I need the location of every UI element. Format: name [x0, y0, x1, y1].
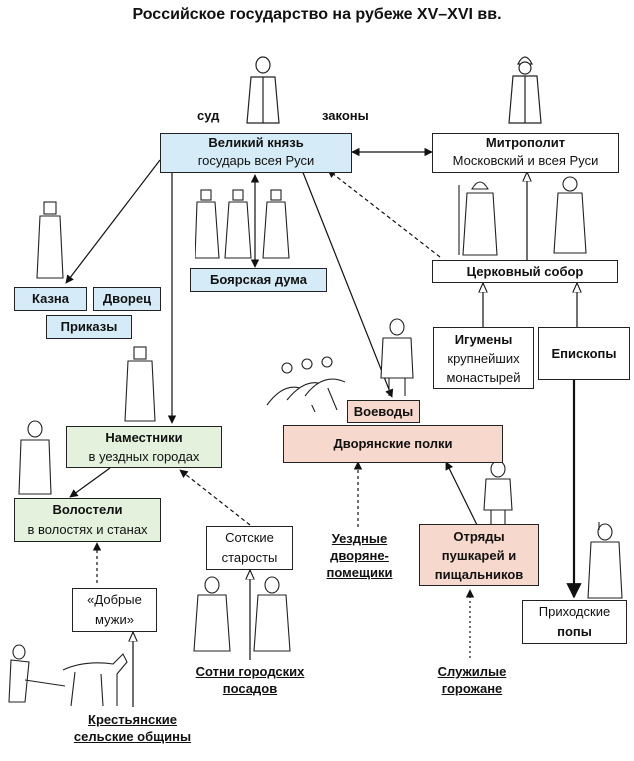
district-nobles-line3: помещики	[326, 565, 393, 580]
official-figure-icon	[36, 201, 64, 279]
grand-prince-subtitle: государь всея Руси	[197, 153, 315, 168]
diagram-title: Российское государство на рубеже XV–XVI …	[132, 6, 502, 23]
sotskie-box: Сотские старосты	[206, 526, 293, 570]
voivode-figure-icon	[380, 318, 414, 396]
good-men-box: «Добрые мужи»	[72, 588, 157, 632]
gunners-line1: Отряды	[453, 529, 505, 544]
gunners-line2: пушкарей и	[441, 548, 517, 563]
abbot-figure-icon	[553, 176, 587, 254]
service-townsmen-label: Служилые горожане	[422, 663, 522, 697]
governor-figure-icon	[124, 346, 156, 422]
parish-priests-line2: попы	[557, 624, 592, 639]
abbots-line2: крупнейших	[447, 351, 520, 366]
peasant-communities-label: Крестьянские сельские общины	[60, 711, 205, 745]
priest-figure-icon	[587, 522, 623, 599]
abbots-line3: монастырей	[446, 370, 521, 385]
volostels-box: Волостели в волостях и станах	[14, 498, 161, 542]
town-hundreds-label: Сотни городских посадов	[180, 663, 320, 697]
volostel-figure-icon	[18, 420, 52, 495]
boyars-figure-icon	[195, 189, 290, 259]
abbots-title: Игумены	[454, 332, 513, 347]
district-nobles-label: Уездные дворяне- помещики	[312, 530, 407, 581]
sotskie-line2: старосты	[221, 550, 278, 565]
peasant-communities-line2: сельские общины	[73, 729, 192, 744]
good-men-line2: мужи»	[95, 612, 134, 627]
governors-title: Наместники	[105, 430, 183, 445]
prikazy-box: Приказы	[46, 315, 132, 339]
abbots-box: Игумены крупнейших монастырей	[433, 327, 534, 389]
metropolitan-box: Митрополит Московский и всея Руси	[432, 133, 619, 173]
parish-priests-box: Приходские попы	[522, 600, 627, 644]
governors-subtitle: в уездных городах	[88, 449, 200, 464]
parish-priests-line1: Приходские	[538, 604, 611, 619]
sotskie-line1: Сотские	[225, 530, 274, 545]
bishops-box: Епископы	[538, 327, 630, 380]
treasury-box: Казна	[14, 287, 87, 311]
grand-prince-box: Великий князь государь всея Руси	[160, 133, 352, 173]
metropolitan-title: Митрополит	[485, 135, 566, 150]
laws-label: законы	[322, 108, 369, 123]
town-hundreds-line2: посадов	[222, 681, 278, 696]
service-townsmen-line2: горожане	[441, 681, 503, 696]
voivodes-box: Воеводы	[347, 400, 420, 423]
gunners-box: Отряды пушкарей и пищальников	[419, 524, 539, 586]
district-nobles-line2: дворяне-	[330, 548, 389, 563]
metropolitan-figure-icon	[508, 56, 542, 124]
volostels-title: Волостели	[52, 502, 123, 517]
palace-box: Дворец	[93, 287, 161, 311]
service-townsmen-line1: Служилые	[437, 664, 507, 679]
grand-prince-figure-icon	[246, 56, 280, 124]
cavalry-figure-icon	[266, 356, 346, 413]
bishop-figure-icon	[458, 181, 498, 256]
metropolitan-subtitle: Московский и всея Руси	[452, 153, 599, 168]
gunner-figure-icon	[483, 460, 513, 524]
grand-prince-title: Великий князь	[208, 135, 304, 150]
noble-regiments-box: Дворянские полки	[283, 425, 503, 463]
volostels-subtitle: в волостях и станах	[27, 522, 148, 537]
gunners-line3: пищальников	[434, 567, 524, 582]
church-council-box: Церковный собор	[432, 260, 618, 283]
district-nobles-line1: Уездные	[331, 531, 388, 546]
boyar-duma-box: Боярская дума	[190, 268, 327, 292]
governors-box: Наместники в уездных городах	[66, 426, 222, 468]
peasant-communities-line1: Крестьянские	[88, 712, 177, 727]
townsmen-figure-icon	[193, 576, 291, 652]
good-men-line1: «Добрые	[87, 592, 142, 607]
court-label: суд	[197, 108, 220, 123]
peasant-ploughing-figure-icon	[8, 644, 128, 707]
town-hundreds-line1: Сотни городских	[195, 664, 305, 679]
